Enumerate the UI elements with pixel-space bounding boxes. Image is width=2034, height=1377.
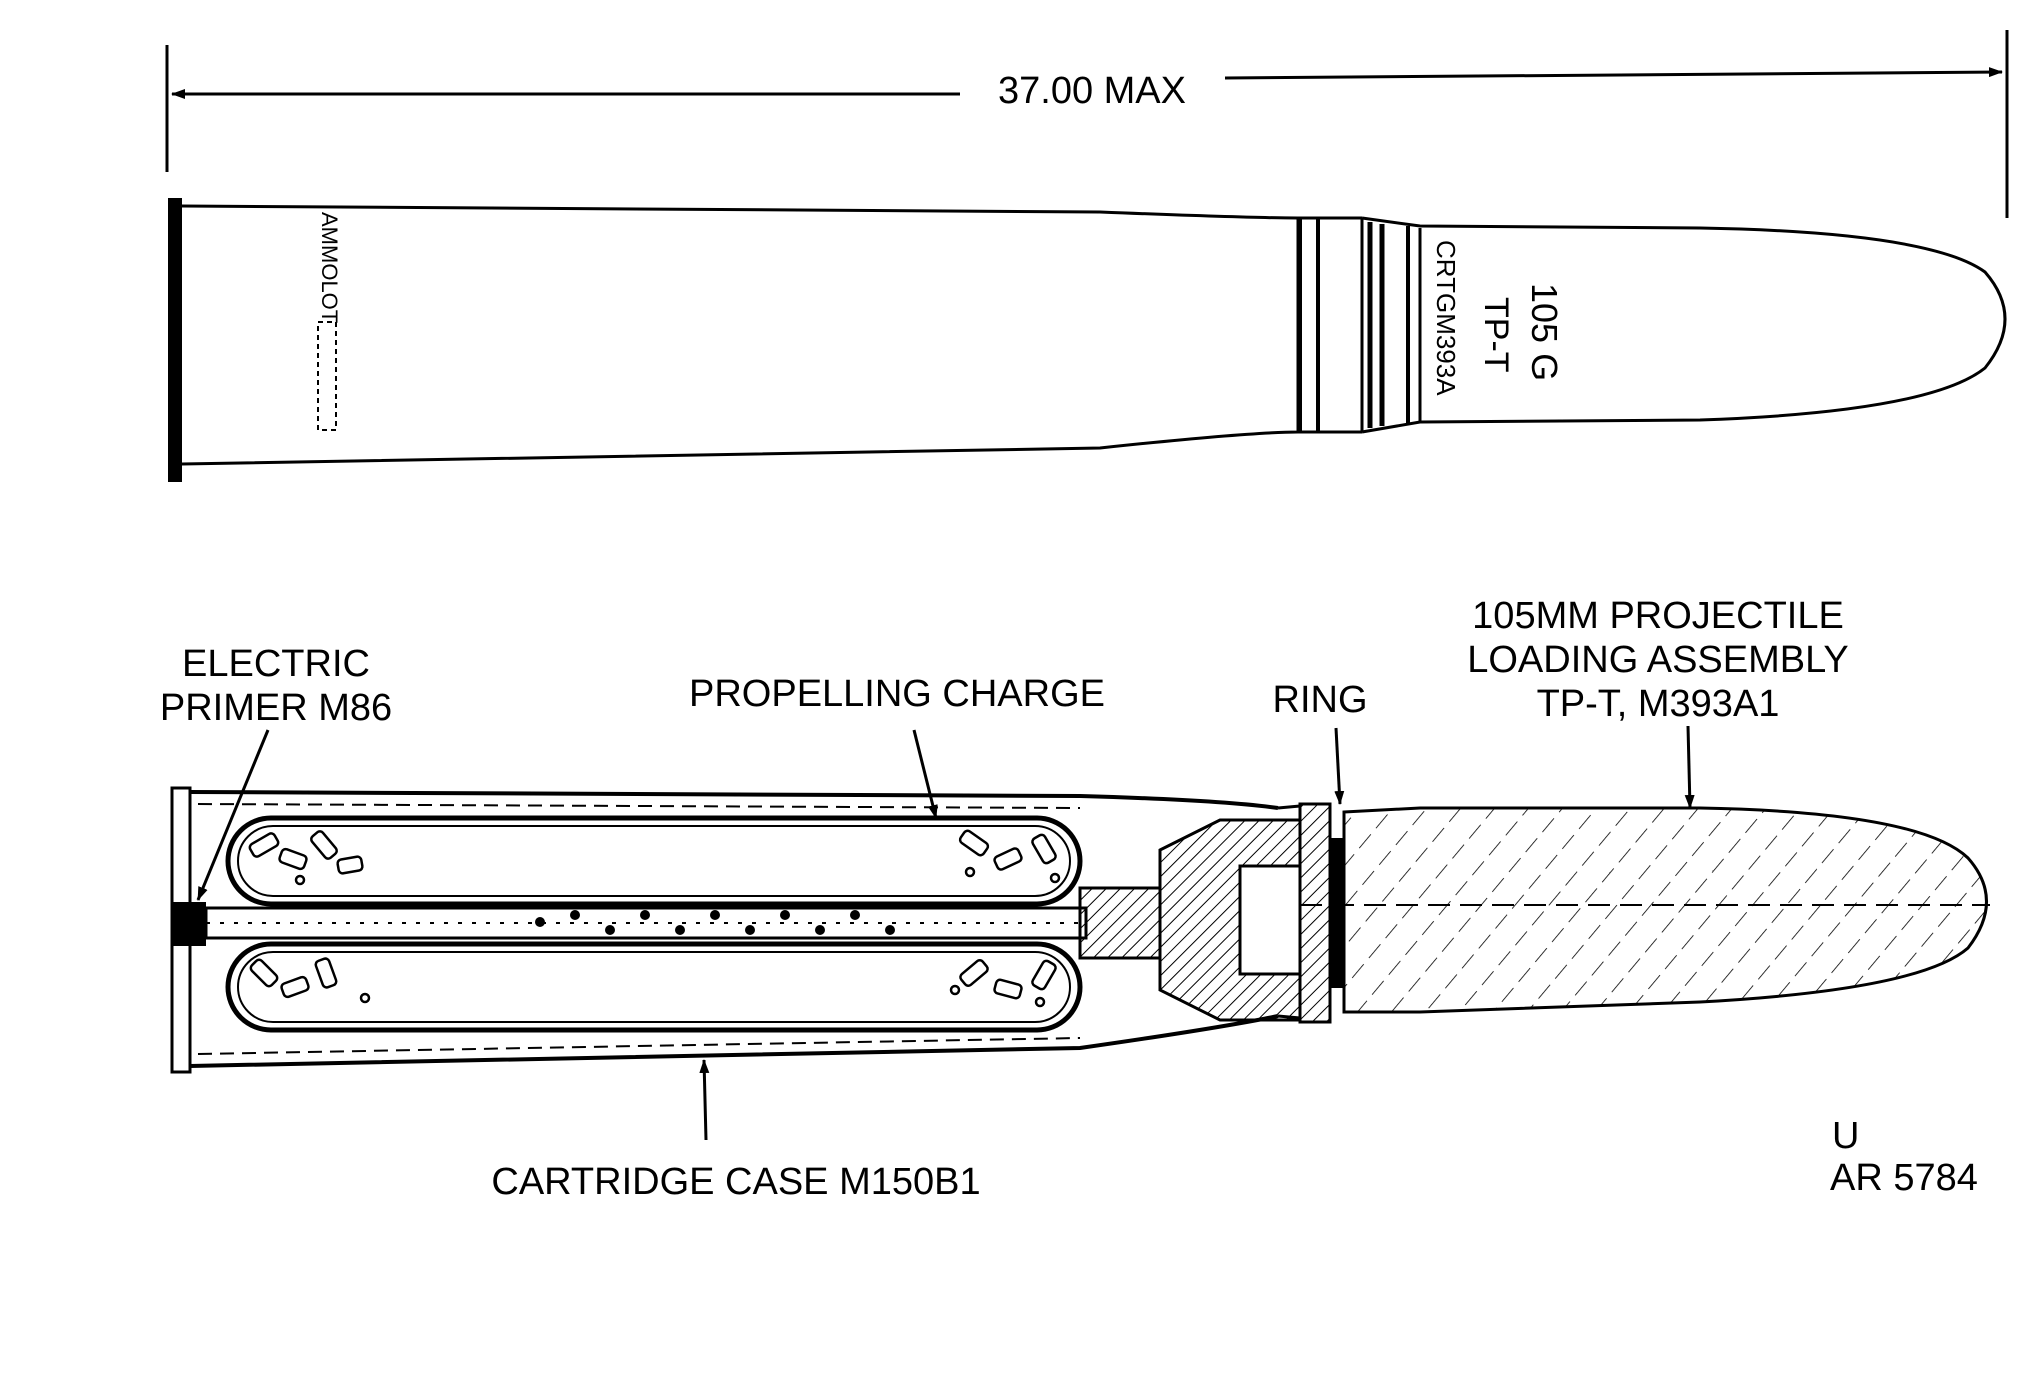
callout-leader — [196, 729, 270, 901]
type-marking: TP-T — [1477, 297, 1515, 373]
case-rim — [168, 198, 182, 482]
cartridge-sectional-view — [170, 786, 1990, 1074]
callout-cartridge-case: CARTRIDGE CASE M150B1 — [491, 1059, 981, 1203]
callout-label: PROPELLING CHARGE — [689, 673, 1105, 715]
ring-seal — [1330, 838, 1344, 988]
cartridge-side-view: AMMOLOT CRTGM393A TP-T 105 G — [168, 198, 2007, 482]
callout-leader — [1684, 725, 1695, 809]
callout-leader — [1334, 727, 1345, 805]
callout-label-line3: TP-T, M393A1 — [1537, 683, 1780, 725]
cartridge-case-outline — [181, 204, 1300, 466]
tracer-plug — [1078, 886, 1162, 960]
callout-label-line1: 105MM PROJECTILE — [1472, 595, 1844, 637]
cartridge-marking: CRTGM393A — [1431, 240, 1461, 396]
caliber-marking: 105 G — [1524, 283, 1565, 381]
primer-tube-perforations — [535, 910, 895, 935]
ring — [1298, 802, 1332, 1024]
callout-projectile: 105MM PROJECTILE LOADING ASSEMBLY TP-T, … — [1467, 595, 1849, 809]
propelling-charge-bag-lower — [225, 941, 1083, 1033]
overall-length-dimension: 37.00 MAX — [165, 30, 2009, 218]
callout-leader — [912, 729, 938, 819]
ammo-lot-box — [317, 321, 337, 431]
propellant-grains — [248, 829, 1061, 1008]
callout-ring: RING — [1273, 679, 1368, 805]
callout-propelling-charge: PROPELLING CHARGE — [689, 673, 1105, 819]
dimension-arrow-right — [1224, 67, 2003, 80]
dimension-label: 37.00 MAX — [998, 70, 1186, 112]
callout-label-line2: PRIMER M86 — [160, 687, 392, 729]
callout-label-line2: LOADING ASSEMBLY — [1467, 639, 1849, 681]
callout-label: RING — [1273, 679, 1368, 721]
propelling-charge-bag-upper — [225, 815, 1083, 907]
callout-label-line1: ELECTRIC — [182, 643, 370, 685]
primer-head — [172, 902, 206, 946]
figure-identifier: U AR 5784 — [1830, 1115, 1978, 1199]
projectile-body — [1342, 806, 1988, 1014]
figure-id-line1: U — [1832, 1115, 1859, 1157]
projectile-ogive-outline — [1361, 216, 2007, 434]
figure-id-line2: AR 5784 — [1830, 1157, 1978, 1199]
ammo-lot-marking: AMMOLOT — [317, 212, 342, 323]
callout-electric-primer: ELECTRIC PRIMER M86 — [160, 643, 392, 901]
callout-leader — [699, 1059, 710, 1141]
callout-label: CARTRIDGE CASE M150B1 — [491, 1161, 980, 1203]
